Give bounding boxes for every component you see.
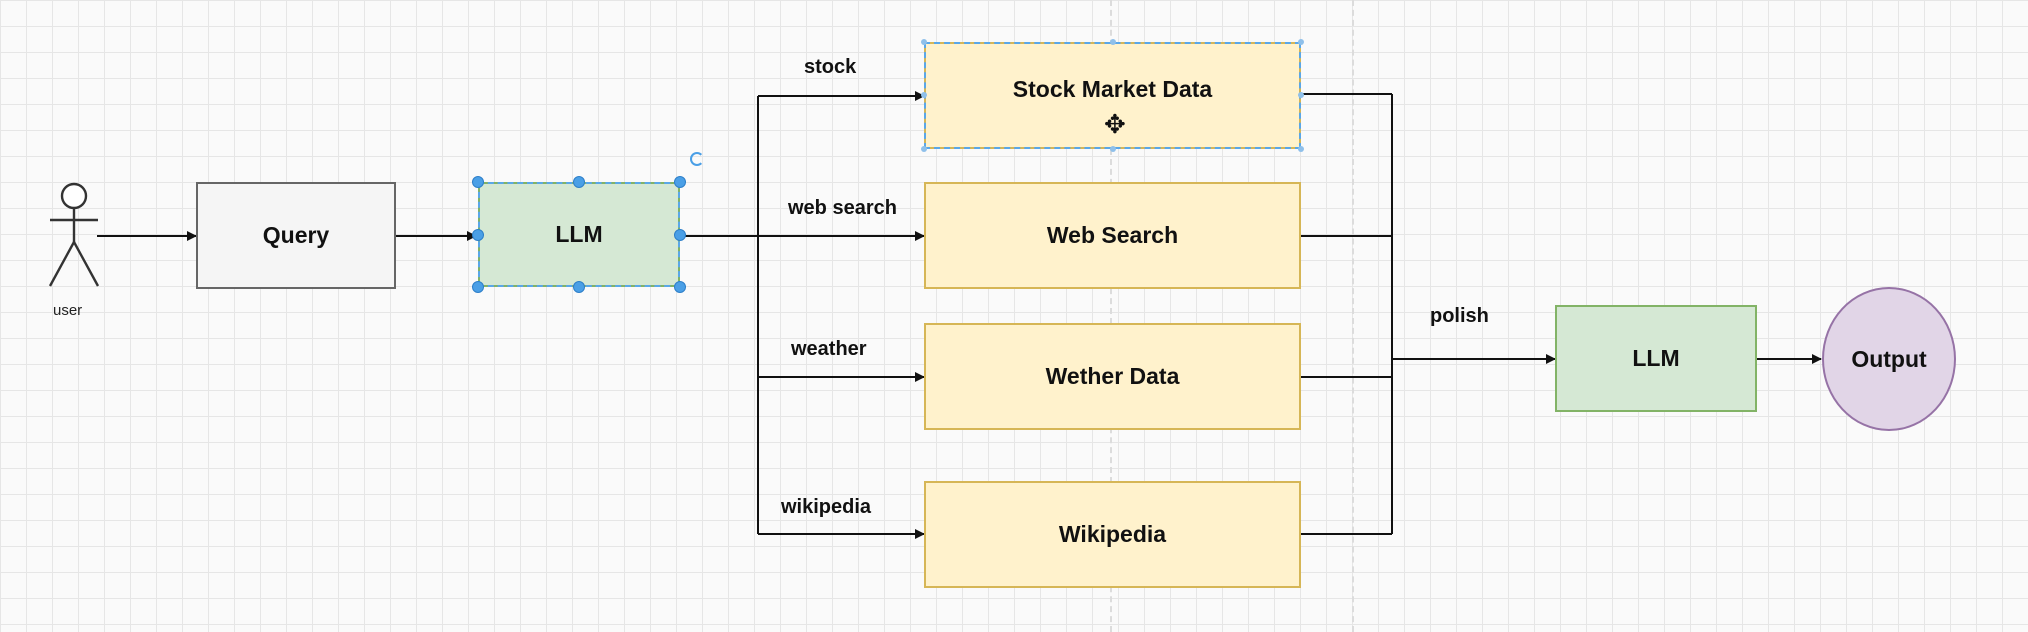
stock-handle[interactable] <box>1298 92 1304 98</box>
edge-label-wikipedia: wikipedia <box>781 496 872 518</box>
stock-handle[interactable] <box>1110 146 1116 152</box>
query-node[interactable]: Query <box>196 182 396 289</box>
output-node[interactable]: Output <box>1822 287 1956 431</box>
stock-handle[interactable] <box>921 92 927 98</box>
weather-data-node[interactable]: Wether Data <box>924 323 1301 430</box>
llm-polish-label: LLM <box>1632 345 1680 371</box>
query-node-label: Query <box>262 222 330 248</box>
resize-handle-nw[interactable] <box>472 176 484 188</box>
stick-figure-icon[interactable] <box>44 180 104 290</box>
resize-handle-ne[interactable] <box>674 176 686 188</box>
stock-handle[interactable] <box>921 39 927 45</box>
resize-handle-se[interactable] <box>674 281 686 293</box>
llm-router-node[interactable]: LLM <box>478 182 680 287</box>
output-label: Output <box>1851 345 1927 372</box>
resize-handle-sw[interactable] <box>472 281 484 293</box>
guide-line <box>1352 0 1354 632</box>
resize-handle-n[interactable] <box>573 176 585 188</box>
web-search-node[interactable]: Web Search <box>924 182 1301 289</box>
stock-handle[interactable] <box>921 146 927 152</box>
stock-handle[interactable] <box>1298 39 1304 45</box>
web-search-label: Web Search <box>1046 222 1179 248</box>
resize-handle-s[interactable] <box>573 281 585 293</box>
stock-handle[interactable] <box>1298 146 1304 152</box>
rotate-handle-icon[interactable] <box>690 152 704 166</box>
edge-label-stock: stock <box>804 56 857 78</box>
wikipedia-label: Wikipedia <box>1058 521 1167 547</box>
llm-polish-node[interactable]: LLM <box>1555 305 1757 412</box>
guide-line <box>1110 0 1112 632</box>
move-cursor-icon: ✥ <box>1104 110 1126 140</box>
edge-label-polish: polish <box>1430 305 1489 327</box>
edge-label-web-search: web search <box>788 197 897 219</box>
stock-handle[interactable] <box>1110 39 1116 45</box>
resize-handle-w[interactable] <box>472 229 484 241</box>
llm-router-node-label: LLM <box>555 221 603 247</box>
actor-label: user <box>53 302 83 319</box>
resize-handle-e[interactable] <box>674 229 686 241</box>
stock-market-data-label: Stock Market Data <box>1012 76 1213 102</box>
edge-label-weather: weather <box>791 338 867 360</box>
wikipedia-node[interactable]: Wikipedia <box>924 481 1301 588</box>
weather-data-label: Wether Data <box>1045 363 1180 389</box>
